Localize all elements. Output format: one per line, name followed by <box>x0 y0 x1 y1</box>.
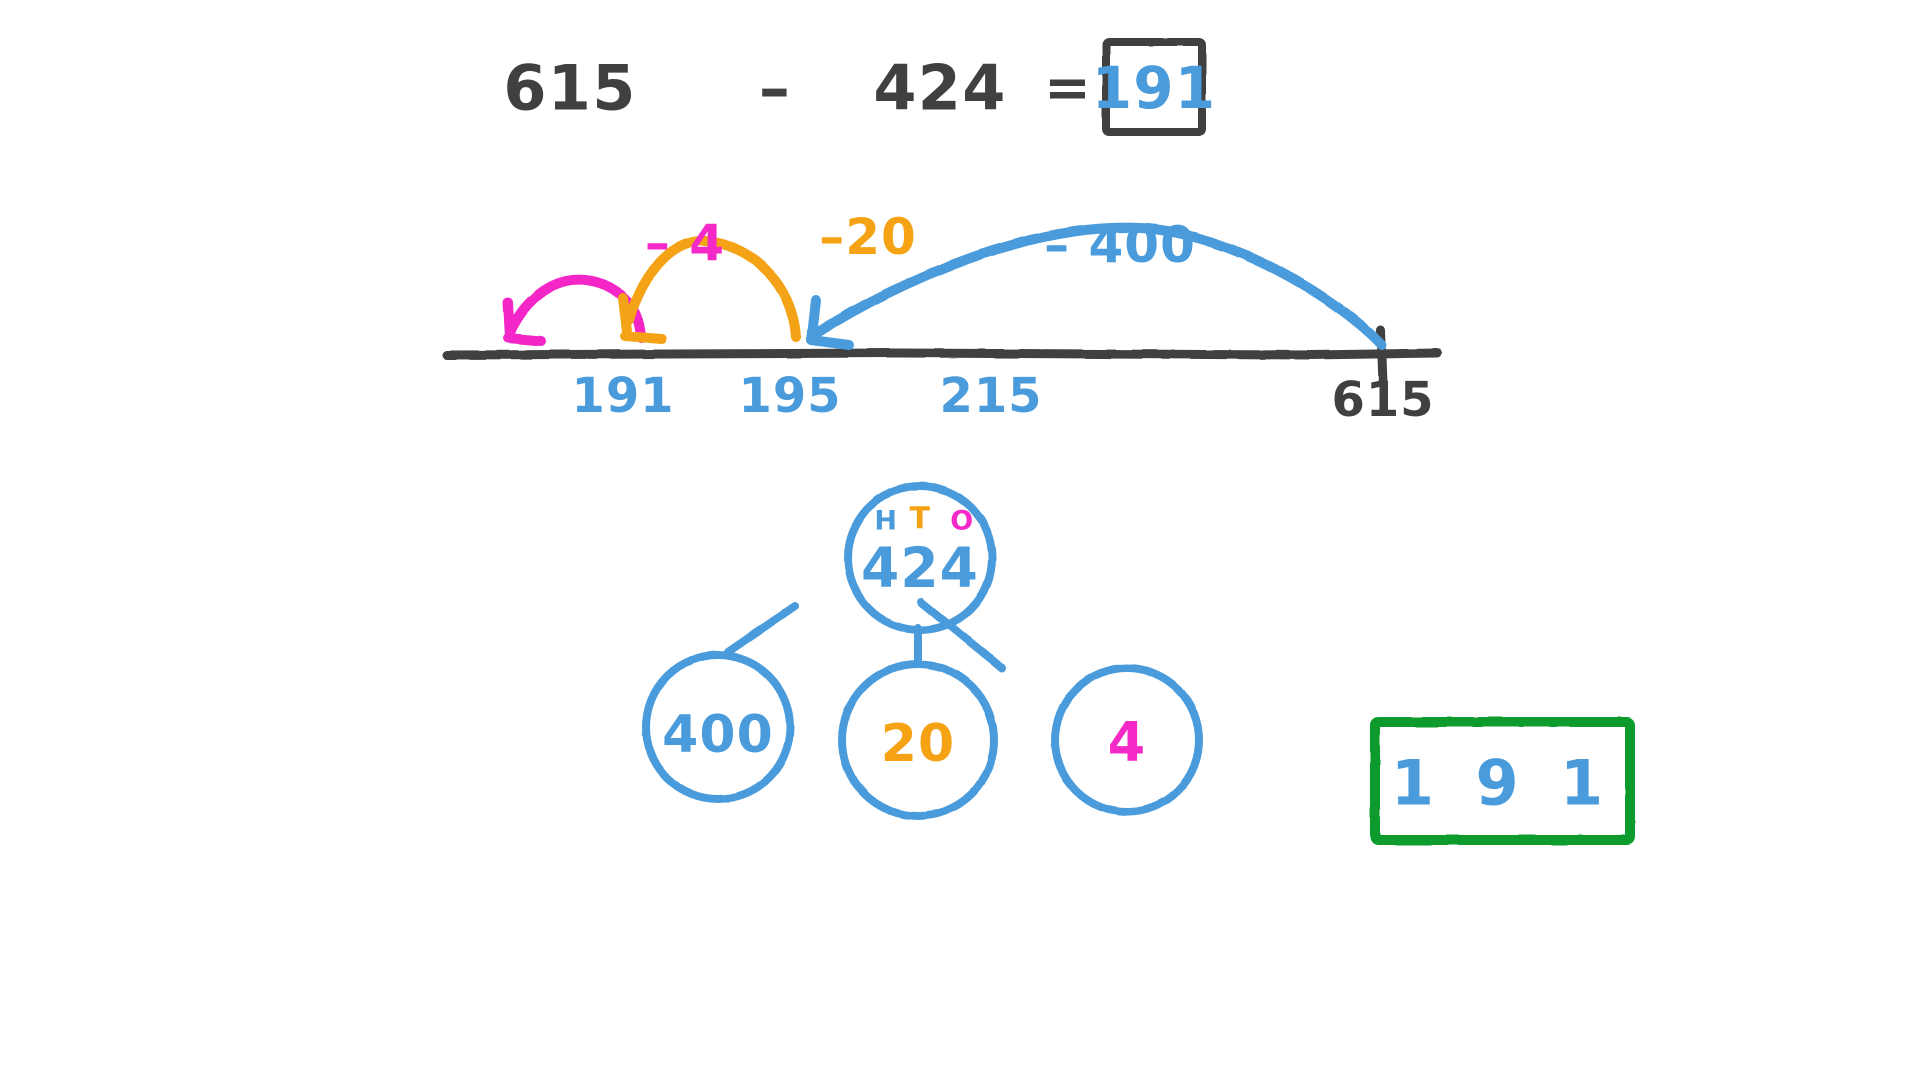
tick-label-615: 615 <box>1331 372 1435 428</box>
tick-label-195: 195 <box>738 368 842 424</box>
part-whole-connectors <box>724 598 1006 672</box>
jump-arc-minus-20 <box>618 235 801 344</box>
part-circle-4 <box>1051 664 1203 816</box>
part-value-20: 20 <box>880 714 956 774</box>
part-circle-400 <box>642 651 794 803</box>
equation-operator: – <box>758 51 792 125</box>
equation-subtrahend: 424 <box>873 51 1007 125</box>
jump-label-minus-4: – 4 <box>644 214 726 272</box>
whole-circle-424 <box>844 482 996 634</box>
final-answer-box <box>1370 717 1635 845</box>
part-value-400: 400 <box>662 705 774 765</box>
tick-label-191: 191 <box>571 368 675 424</box>
part-circle-20 <box>838 660 998 820</box>
equation-equals-sign: = <box>1043 55 1093 121</box>
place-value-header-ones: O <box>950 505 974 537</box>
place-value-header-tens: T <box>909 501 931 537</box>
jump-label-minus-20: –20 <box>819 208 917 266</box>
place-value-header-hundreds: H <box>874 505 898 537</box>
tick-label-215: 215 <box>939 368 1043 424</box>
equation-answer-box <box>1102 38 1206 136</box>
equation-answer-value: 191 <box>1091 54 1217 122</box>
jump-arc-minus-400 <box>806 222 1387 350</box>
final-answer-value: 1 9 1 <box>1390 746 1614 820</box>
jump-label-minus-400: – 400 <box>1044 216 1196 274</box>
part-value-4: 4 <box>1107 710 1147 774</box>
whole-value-424: 424 <box>860 536 980 600</box>
equation-minuend: 615 <box>503 51 637 125</box>
